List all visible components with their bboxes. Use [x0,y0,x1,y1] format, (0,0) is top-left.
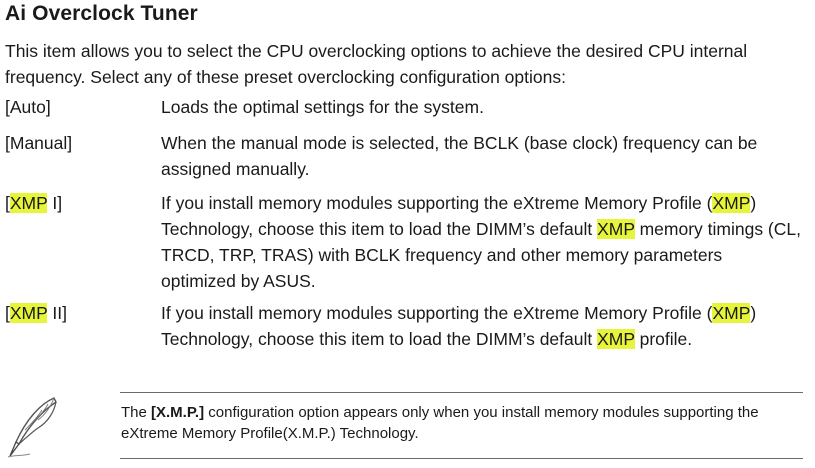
option-key-text: [ [5,193,10,213]
option-key-xmp-1: [XMP I] [5,190,62,216]
xmp-highlight: XMP [597,329,635,349]
option-key-text: [Auto] [5,97,51,117]
option-key-text: I] [47,193,63,213]
section-title: Ai Overclock Tuner [5,2,198,25]
note-top-rule [120,392,803,393]
option-key-manual: [Manual] [5,130,72,156]
note-text: The [X.M.P.] configuration option appear… [121,402,801,444]
option-desc-auto: Loads the optimal settings for the syste… [161,94,801,120]
option-desc-text: memory timings (CL, TRCD, TRP, TRAS) wit… [161,219,801,291]
option-desc-text: When the manual mode is selected, the BC… [161,133,758,179]
option-key-auto: [Auto] [5,94,51,120]
option-desc-text: If you install memory modules supporting… [161,303,713,323]
option-desc-xmp-1: If you install memory modules supporting… [161,190,801,294]
xmp-highlight: XMP [9,193,48,213]
note-bottom-rule [120,458,803,459]
option-key-xmp-2: [XMP II] [5,300,67,326]
xmp-highlight: XMP [712,303,751,323]
option-desc-text: Loads the optimal settings for the syste… [161,97,484,117]
note-option-name: [X.M.P.] [151,404,205,421]
quill-pen-icon [4,394,64,460]
xmp-highlight: XMP [9,303,48,323]
option-desc-xmp-2: If you install memory modules supporting… [161,300,801,352]
option-desc-text: ) Technology, choose this item to load t… [161,303,757,349]
option-key-text: [ [5,303,10,323]
note-text-after: configuration option appears only when y… [121,404,759,442]
xmp-highlight: XMP [712,193,751,213]
option-desc-manual: When the manual mode is selected, the BC… [161,130,801,182]
note-text-before: The [121,404,152,421]
option-key-text: [Manual] [5,133,73,153]
option-desc-text: profile. [634,329,693,349]
option-desc-text: ) Technology, choose this item to load t… [161,193,757,239]
xmp-highlight: XMP [597,219,635,239]
option-key-text: II] [47,303,67,323]
intro-paragraph: This item allows you to select the CPU o… [5,41,748,87]
option-desc-text: If you install memory modules supporting… [161,193,713,213]
